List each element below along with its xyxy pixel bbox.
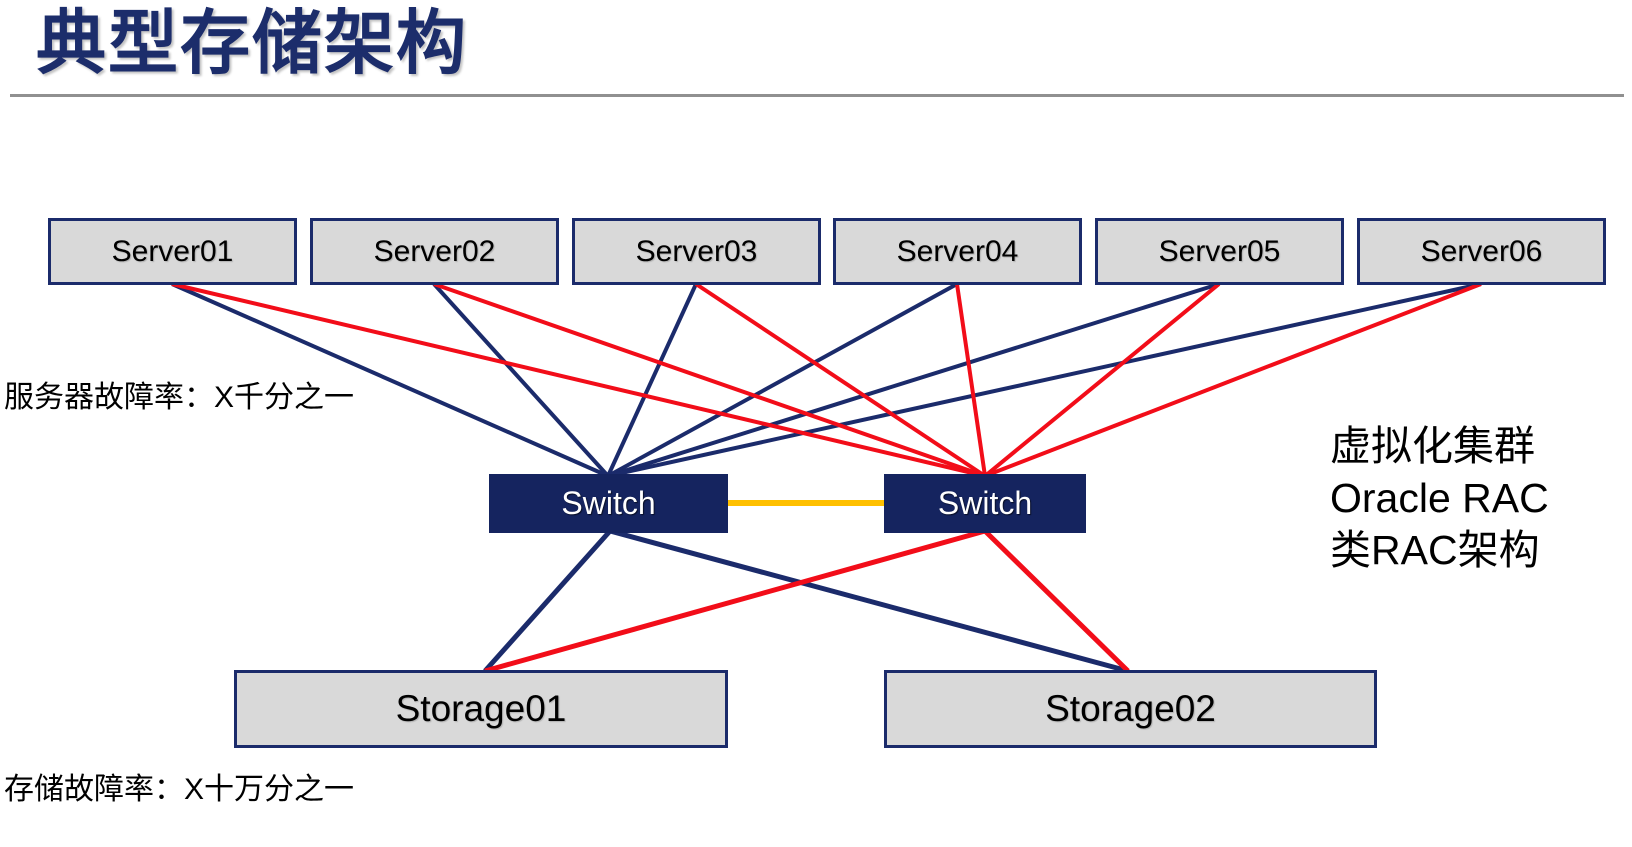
server-node-04: Server04 [833, 218, 1082, 285]
server-node-05: Server05 [1095, 218, 1344, 285]
edge-switch-right-storage01 [484, 528, 986, 674]
edge-switch-left-storage01 [483, 529, 612, 673]
edge-server02-switch-left [432, 282, 610, 478]
server-node-02: Server02 [310, 218, 559, 285]
server-node-06: Server06 [1357, 218, 1606, 285]
title-divider [10, 94, 1624, 97]
cluster-note-line-1: 虚拟化集群 [1330, 423, 1535, 469]
switch-node-right: Switch [884, 474, 1086, 533]
edge-server02-switch-right [433, 282, 986, 478]
edge-switch-right-storage02 [983, 529, 1130, 673]
server-node-01: Server01 [48, 218, 297, 285]
switch-node-left: Switch [489, 474, 728, 533]
server-failure-rate-label: 服务器故障率：X千分之一 [4, 381, 355, 414]
edge-switch-left-storage02 [609, 528, 1129, 674]
storage-failure-rate-label: 存储故障率：X十万分之一 [4, 773, 355, 806]
edge-server06-switch-left [607, 282, 1482, 478]
cluster-note-line-3: 类RAC架构 [1330, 527, 1540, 573]
server-node-03: Server03 [572, 218, 821, 285]
storage-node-01: Storage01 [234, 670, 728, 748]
edge-server03-switch-left [606, 283, 698, 477]
page-title: 典型存储架构 [36, 4, 468, 82]
edge-server03-switch-right [694, 282, 987, 478]
edge-server01-switch-right [171, 282, 986, 478]
edge-server05-switch-left [607, 282, 1220, 478]
edge-server01-switch-left [171, 282, 609, 478]
cluster-note-line-2: Oracle RAC [1330, 475, 1549, 521]
storage-node-02: Storage02 [884, 670, 1377, 748]
edge-server04-switch-right [955, 283, 987, 477]
edge-server04-switch-left [607, 282, 958, 478]
cluster-note: 虚拟化集群 Oracle RAC 类RAC架构 [1330, 420, 1549, 576]
edge-server05-switch-right [983, 282, 1221, 478]
edge-server06-switch-right [984, 282, 1482, 478]
